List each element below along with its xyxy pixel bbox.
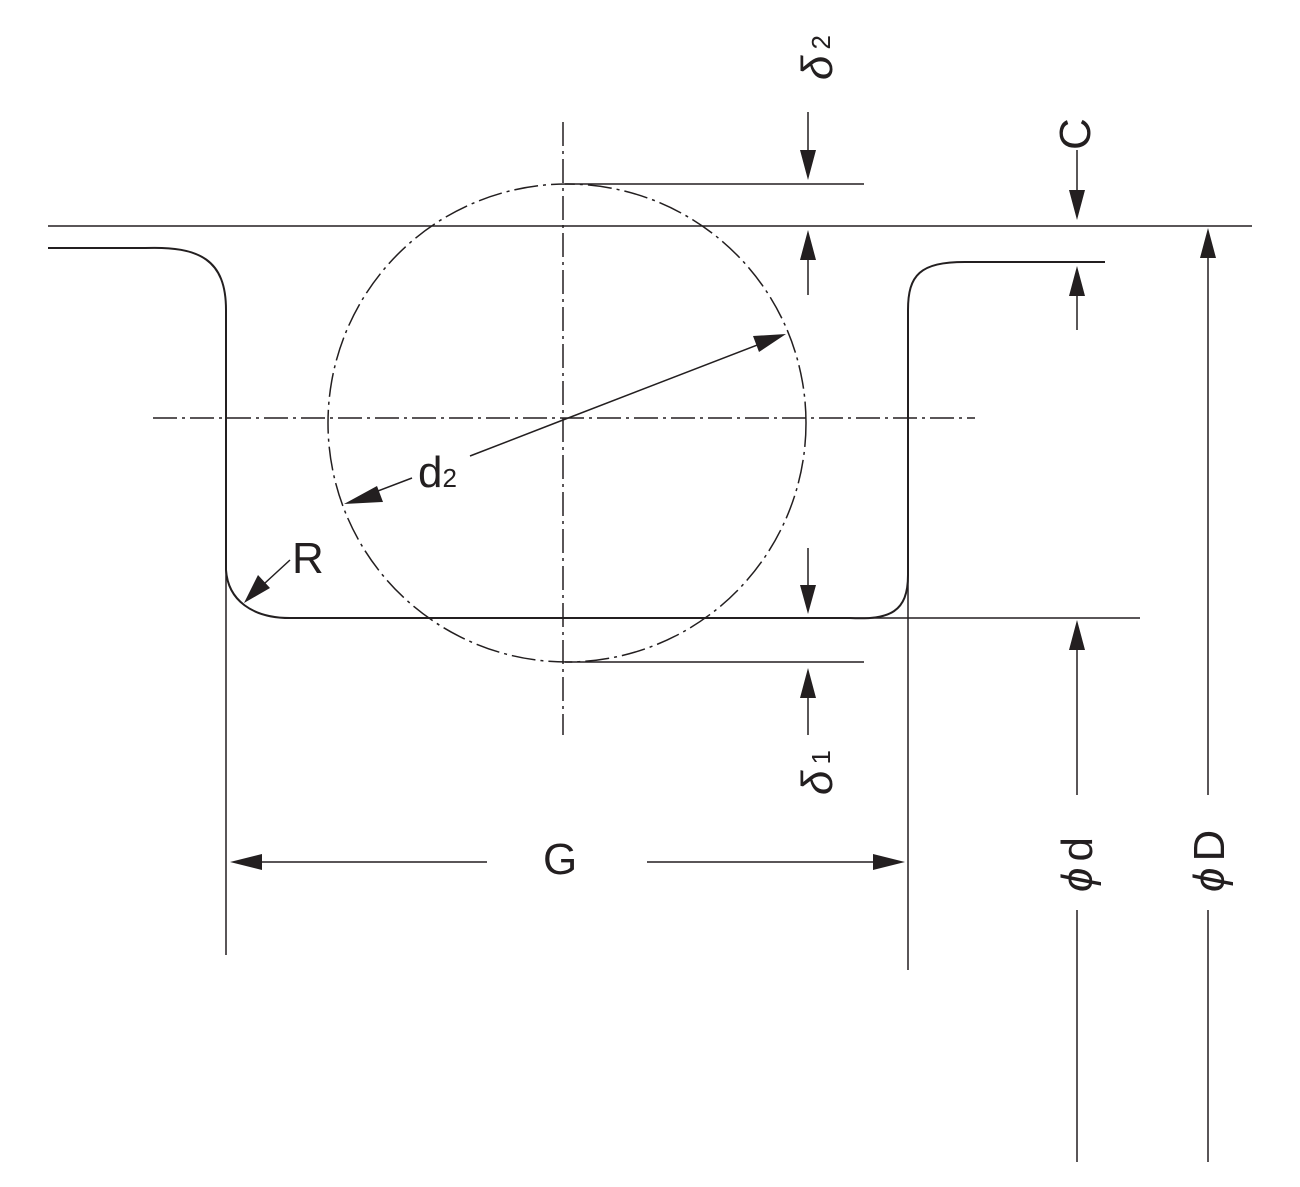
g-label: G	[543, 835, 577, 884]
d2-upper-arrow	[753, 334, 786, 352]
delta1-lower-arrow	[800, 668, 816, 698]
r-arrow	[244, 575, 270, 603]
groove-profile	[48, 246, 1105, 620]
phi-D-arrow	[1200, 228, 1216, 258]
d2-label: d2	[418, 448, 457, 497]
delta2-upper-arrow	[800, 150, 816, 180]
phi-D-label: ϕD	[1185, 830, 1234, 892]
phi-d-label: ϕd	[1053, 837, 1102, 892]
g-left-arrow	[230, 854, 262, 870]
c-label: C	[1051, 118, 1100, 150]
phi-d-arrow	[1069, 620, 1085, 650]
c-upper-arrow	[1069, 190, 1085, 220]
c-lower-arrow	[1069, 266, 1085, 296]
delta2-lower-arrow	[800, 230, 816, 260]
g-right-arrow	[873, 854, 905, 870]
d2-leader-lower	[469, 419, 564, 457]
delta1-label: δ1	[793, 750, 842, 795]
r-leader	[264, 559, 291, 584]
o-ring-circle	[327, 183, 807, 663]
delta2-label: δ2	[793, 35, 842, 80]
r-label: R	[292, 534, 324, 583]
d2-leader-upper	[562, 341, 766, 421]
d2-lower-arrow	[344, 486, 383, 504]
delta1-upper-arrow	[800, 585, 816, 614]
